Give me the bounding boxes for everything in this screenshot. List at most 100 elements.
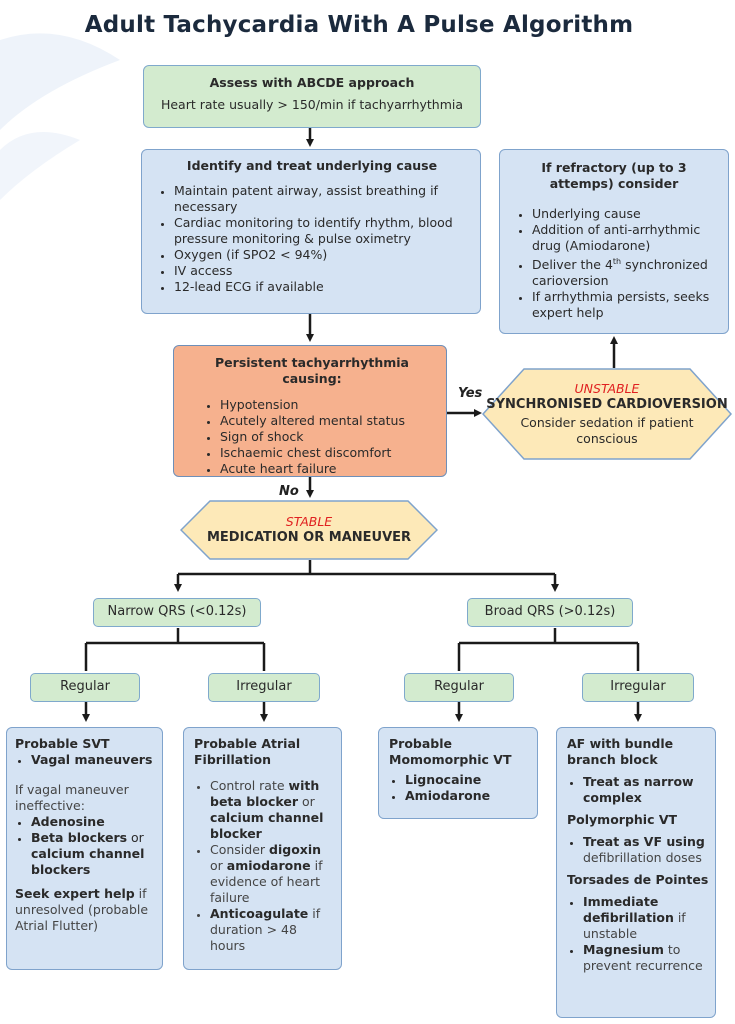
list-item: Oxygen (if SPO2 < 94%) — [174, 247, 472, 263]
afbbb-list-3: Immediate defibrillation if unstable Mag… — [567, 894, 711, 974]
identify-heading: Identify and treat underlying cause — [186, 158, 438, 173]
persistent-heading: Persistent tachyarrhythmia causing: — [215, 355, 409, 386]
svt-if-text: If vagal maneuver ineffective: — [15, 782, 129, 813]
anti-b: if duration > 48 hours — [210, 906, 321, 953]
list-item: Control rate with beta blocker or calciu… — [210, 778, 335, 842]
page-title: Adult Tachycardia With A Pulse Algorithm — [84, 12, 634, 38]
list-item: Sign of shock — [220, 429, 438, 445]
no-label: No — [279, 484, 299, 499]
assess-text: Heart rate usually > 150/min if tachyarr… — [160, 97, 464, 112]
list-item: Amiodarone — [405, 788, 531, 804]
list-item: Acute heart failure — [220, 461, 438, 477]
calcium-text: calcium channel blockers — [31, 846, 145, 877]
list-item: Hypotension — [220, 397, 438, 413]
af-list: Control rate with beta blocker or calciu… — [194, 778, 335, 954]
list-item: Deliver the 4th synchronized carioversio… — [532, 254, 718, 289]
svt-list-1: Vagal maneuvers — [15, 752, 156, 768]
vf-b: defibrillation doses — [583, 850, 702, 865]
consider-a: Consider — [210, 842, 270, 857]
control-d: calcium channel blocker — [210, 810, 324, 841]
af-box: Probable Atrial Fibrillation Control rat… — [183, 727, 342, 970]
seek-text: Seek expert help — [15, 886, 135, 901]
consider-d: amiodarone — [226, 858, 311, 873]
af-bbb-box: AF with bundle branch block Treat as nar… — [556, 727, 716, 1018]
list-item: Acutely altered mental status — [220, 413, 438, 429]
afbbb-list-2: Treat as VF using defibrillation doses — [567, 834, 711, 866]
svt-box: Probable SVT Vagal maneuvers If vagal ma… — [6, 727, 163, 970]
broad-qrs-label: Broad QRS (>0.12s) — [467, 598, 633, 627]
consider-e: if evidence of heart failure — [210, 858, 323, 905]
identify-box: Identify and treat underlying cause Main… — [141, 149, 481, 314]
unstable-tag: UNSTABLE — [574, 381, 640, 396]
afbbb-list-1: Treat as narrow complex — [567, 774, 711, 806]
list-item: Treat as VF using defibrillation doses — [583, 834, 711, 866]
stable-hexagon: STABLE MEDICATION OR MANEUVER — [180, 500, 438, 560]
vt-box: Probable Momomorphic VT Lignocaine Amiod… — [378, 727, 538, 819]
refractory-heading: If refractory (up to 3 attemps) consider — [541, 160, 687, 191]
afbbb-heading: AF with bundle branch block — [567, 736, 674, 767]
or-text: or — [127, 830, 144, 845]
stable-heading: MEDICATION OR MANEUVER — [206, 530, 412, 545]
list-item: Adenosine — [31, 814, 156, 830]
mag-b: to prevent recurrence — [583, 942, 703, 973]
list-item: Underlying cause — [532, 206, 718, 222]
narrow-irregular-label: Irregular — [208, 673, 320, 702]
vt-heading: Probable Momomorphic VT — [389, 736, 512, 767]
broad-regular-label: Regular — [404, 673, 514, 702]
consider-c: or — [210, 858, 227, 873]
control-b: with beta blocker — [210, 778, 320, 809]
deliver-text: Deliver the 4th synchronized carioversio… — [532, 257, 708, 289]
persistent-list: Hypotension Acutely altered mental statu… — [186, 397, 438, 477]
seek-rest-text: if unresolved (probable Atrial Flutter) — [15, 886, 149, 933]
vf-a: Treat as VF using — [583, 834, 705, 849]
consider-b: digoxin — [269, 842, 322, 857]
control-c: or — [298, 794, 315, 809]
refractory-box: If refractory (up to 3 attemps) consider… — [499, 149, 729, 334]
list-item: Consider digoxin or amiodarone if eviden… — [210, 842, 335, 906]
persistent-box: Persistent tachyarrhythmia causing: Hypo… — [173, 345, 447, 477]
unstable-heading: SYNCHRONISED CARDIOVERSION — [486, 397, 728, 412]
unstable-hexagon: UNSTABLE SYNCHRONISED CARDIOVERSION Cons… — [482, 368, 732, 460]
svt-seek: Seek expert help if unresolved (probable… — [15, 886, 156, 934]
list-item: Anticoagulate if duration > 48 hours — [210, 906, 335, 954]
list-item: 12-lead ECG if available — [174, 279, 472, 295]
anti-a: Anticoagulate — [210, 906, 309, 921]
list-item: Cardiac monitoring to identify rhythm, b… — [174, 215, 472, 247]
list-item: Beta blockers or calcium channel blocker… — [31, 830, 156, 878]
list-item: Addition of anti-arrhythmic drug (Amioda… — [532, 222, 718, 254]
assess-heading: Assess with ABCDE approach — [209, 75, 415, 90]
list-item: Treat as narrow complex — [583, 774, 711, 806]
mag-a: Magnesium — [583, 942, 664, 957]
broad-irregular-label: Irregular — [582, 673, 694, 702]
list-item: Magnesium to prevent recurrence — [583, 942, 711, 974]
torsades-heading: Torsades de Pointes — [567, 872, 709, 887]
svt-heading: Probable SVT — [15, 736, 110, 751]
list-item: Vagal maneuvers — [31, 752, 156, 768]
refractory-list: Underlying cause Addition of anti-arrhyt… — [510, 206, 718, 321]
beta-text: Beta blockers — [31, 830, 128, 845]
unstable-text: Consider sedation if patient conscious — [520, 415, 694, 446]
hexagon-shape — [482, 368, 732, 460]
vt-list: Lignocaine Amiodarone — [389, 772, 531, 804]
narrow-qrs-label: Narrow QRS (<0.12s) — [93, 598, 261, 627]
stable-tag: STABLE — [285, 514, 333, 529]
imm-b: if unstable — [583, 910, 686, 941]
list-item: Maintain patent airway, assist breathing… — [174, 183, 472, 215]
narrow-regular-label: Regular — [30, 673, 140, 702]
assess-box: Assess with ABCDE approach Heart rate us… — [143, 65, 481, 128]
list-item: Immediate defibrillation if unstable — [583, 894, 711, 942]
list-item: IV access — [174, 263, 472, 279]
imm-a: Immediate defibrillation — [583, 894, 674, 925]
list-item: If arrhythmia persists, seeks expert hel… — [532, 289, 718, 321]
yes-label: Yes — [458, 386, 483, 401]
list-item: Lignocaine — [405, 772, 531, 788]
control-a: Control rate — [210, 778, 289, 793]
svt-list-2: Adenosine Beta blockers or calcium chann… — [15, 814, 156, 878]
hexagon-shape — [180, 500, 438, 560]
af-heading: Probable Atrial Fibrillation — [194, 736, 301, 767]
list-item: Ischaemic chest discomfort — [220, 445, 438, 461]
identify-list: Maintain patent airway, assist breathing… — [152, 183, 472, 295]
poly-heading: Polymorphic VT — [567, 812, 678, 827]
